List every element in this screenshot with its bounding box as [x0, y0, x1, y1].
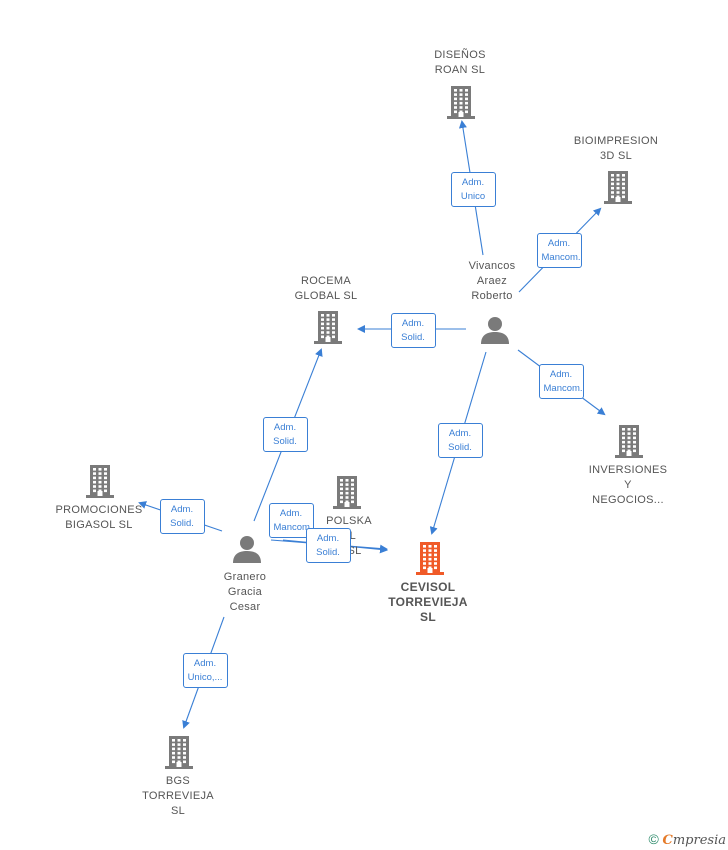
node-label-line: Y	[624, 479, 632, 491]
edge-label-vivancos-rocema[interactable]: Adm. Solid.	[390, 312, 436, 348]
node-label-line: ROCEMA	[300, 275, 352, 287]
edge-label-line: Adm.	[279, 507, 303, 519]
person-icon	[481, 317, 509, 344]
building-icon	[86, 465, 114, 498]
edge-label-line: Adm.	[193, 657, 217, 669]
company-node-bgs[interactable]	[162, 735, 196, 769]
edge-label-vivancos-inversiones[interactable]: Adm. Mancom.	[538, 363, 584, 399]
building-icon	[333, 476, 361, 509]
company-node-disenos[interactable]	[444, 85, 478, 119]
company-node-inversiones[interactable]	[612, 424, 646, 458]
building-icon	[314, 311, 342, 344]
node-label-inversiones[interactable]: INVERSIONES Y NEGOCIOS...	[568, 463, 688, 508]
node-label-line: Granero	[223, 571, 267, 583]
building-icon	[615, 425, 643, 458]
node-label-line: CEVISOL	[400, 580, 456, 594]
edge-label-vivancos-bioimpresion[interactable]: Adm. Mancom.	[536, 232, 582, 268]
edge-label-line: Mancom.	[541, 251, 581, 263]
node-label-line: SL	[170, 805, 186, 817]
edge-label-vivancos-cevisol[interactable]: Adm. Solid.	[437, 422, 483, 458]
node-label-line: BGS	[165, 775, 191, 787]
node-label-line: Roberto	[471, 290, 513, 302]
node-label-line: NEGOCIOS...	[592, 494, 664, 506]
edge-label-granero-cevisol[interactable]: Adm. Solid.	[305, 527, 351, 563]
edge-label-line: Mancom.	[543, 382, 583, 394]
node-label-line: SL	[420, 610, 436, 624]
building-icon	[447, 86, 475, 119]
edge-label-line: Mancom.	[273, 521, 313, 533]
edge-label-vivancos-disenos[interactable]: Adm. Unico	[450, 171, 496, 207]
node-label-line: Vivancos	[468, 260, 516, 272]
edge-label-granero-promociones[interactable]: Adm. Solid.	[159, 498, 205, 534]
edge-label-line: Solid.	[448, 441, 472, 453]
node-label-line: Gracia	[227, 586, 263, 598]
node-label-line: PROMOCIONES	[55, 504, 143, 516]
edge-label-line: Adm.	[549, 368, 573, 380]
edge-label-line: Adm.	[547, 237, 571, 249]
edge-label-line: Solid.	[170, 517, 194, 529]
edges-layer	[138, 120, 606, 729]
edge-label-line: Adm.	[401, 317, 425, 329]
node-label-disenos[interactable]: DISEÑOS ROAN SL	[400, 48, 520, 78]
company-node-cevisol[interactable]	[413, 541, 447, 575]
edge-label-granero-rocema[interactable]: Adm. Solid.	[262, 416, 308, 452]
node-label-line: TORREVIEJA	[388, 595, 468, 609]
node-label-line: POLSKA	[326, 515, 372, 527]
person-node-vivancos[interactable]	[480, 315, 510, 345]
company-node-promociones[interactable]	[83, 464, 117, 498]
edge-label-line: Adm.	[170, 503, 194, 515]
edge-label-line: Adm.	[273, 421, 297, 433]
brand-logo: Cmpresia	[662, 833, 727, 848]
edge-label-line: Adm.	[316, 532, 340, 544]
edge-label-line: Solid.	[401, 331, 425, 343]
building-icon	[604, 171, 632, 204]
node-label-line: BIGASOL SL	[65, 519, 133, 531]
node-label-line: GLOBAL SL	[294, 290, 358, 302]
node-label-promociones[interactable]: PROMOCIONES BIGASOL SL	[39, 503, 159, 533]
node-label-line: Cesar	[229, 601, 261, 613]
company-node-bioimpresion[interactable]	[601, 170, 635, 204]
node-label-line: TORREVIEJA	[142, 790, 214, 802]
node-label-line: BIOIMPRESION	[573, 135, 659, 147]
edge-label-granero-bgs[interactable]: Adm. Unico,...	[182, 652, 228, 688]
edge-label-line: Adm.	[461, 176, 485, 188]
edge-label-line: Adm.	[448, 427, 472, 439]
footer-brand[interactable]: © Cmpresia	[649, 831, 726, 848]
node-label-line: Araez	[476, 275, 508, 287]
company-node-polska[interactable]	[330, 475, 364, 509]
node-label-line: 3D SL	[599, 150, 633, 162]
edge-label-line: Solid.	[273, 435, 297, 447]
node-label-line: INVERSIONES	[588, 464, 668, 476]
building-icon	[165, 736, 193, 769]
node-label-rocema[interactable]: ROCEMA GLOBAL SL	[266, 274, 386, 304]
edge-label-line: Unico,...	[187, 671, 223, 683]
building-icon	[416, 542, 444, 575]
person-icon	[233, 536, 261, 563]
copyright-symbol: ©	[648, 831, 659, 847]
node-label-line: DISEÑOS	[434, 49, 486, 61]
company-node-rocema[interactable]	[311, 310, 345, 344]
node-label-line: ROAN SL	[434, 64, 486, 76]
node-label-bgs[interactable]: BGS TORREVIEJA SL	[118, 774, 238, 819]
edge-label-line: Solid.	[316, 546, 340, 558]
person-node-granero[interactable]	[232, 534, 262, 564]
node-label-bioimpresion[interactable]: BIOIMPRESION 3D SL	[556, 134, 676, 164]
edge-label-line: Unico	[460, 190, 486, 202]
